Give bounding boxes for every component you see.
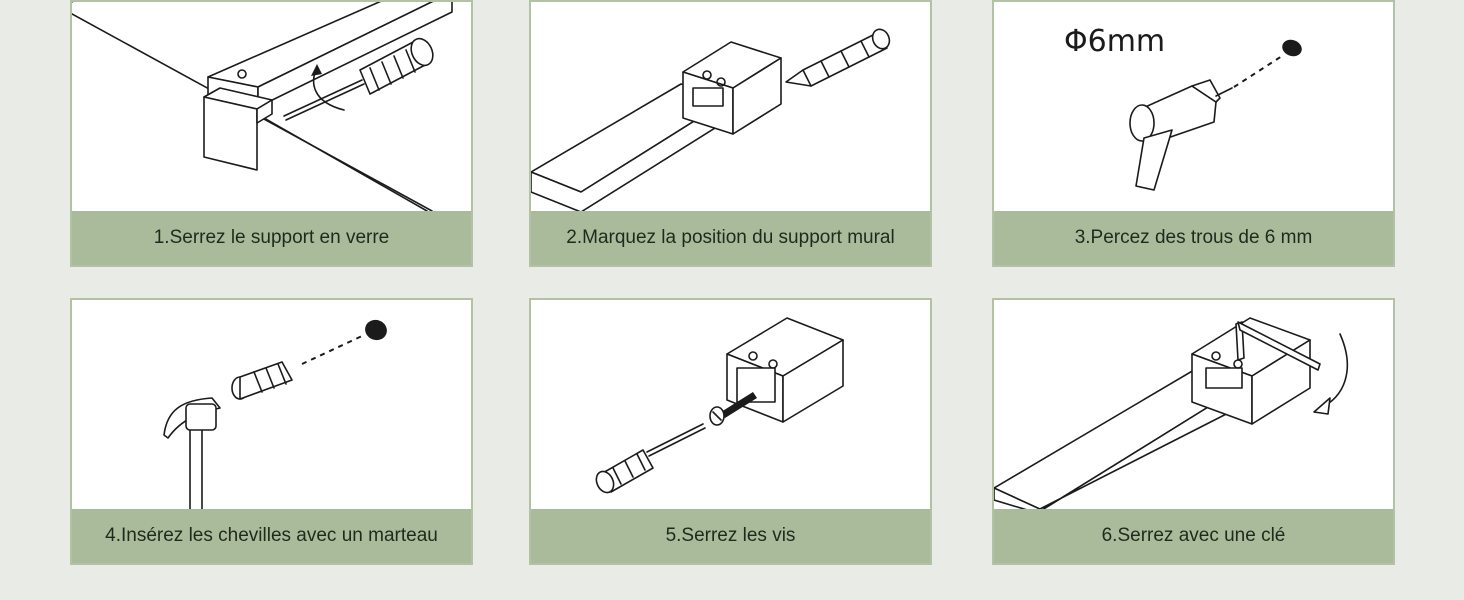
step-1-panel: 1.Serrez le support en verre bbox=[70, 0, 473, 267]
step-5-caption: 5.Serrez les vis bbox=[531, 509, 930, 563]
step-4-panel: 4.Insérez les chevilles avec un marteau bbox=[70, 298, 473, 565]
tighten-with-key-illustration bbox=[994, 317, 1349, 509]
clamp-glass-support-illustration bbox=[72, 2, 453, 211]
step-3-caption: 3.Percez des trous de 6 mm bbox=[994, 211, 1393, 265]
step-3-panel: Φ6mm 3.Percez des trous de 6 mm bbox=[992, 0, 1395, 267]
step-2-caption: 2.Marquez la position du support mural bbox=[531, 211, 930, 265]
step-6-caption: 6.Serrez avec une clé bbox=[994, 509, 1393, 563]
step-5-panel: 5.Serrez les vis bbox=[529, 298, 932, 565]
insert-anchors-illustration bbox=[163, 319, 387, 509]
step-1-caption: 1.Serrez le support en verre bbox=[72, 211, 471, 265]
mark-wall-bracket-illustration bbox=[531, 28, 891, 211]
drill-diameter-label: Φ6mm bbox=[1064, 24, 1166, 59]
tighten-screws-illustration bbox=[595, 317, 844, 494]
step-4-caption: 4.Insérez les chevilles avec un marteau bbox=[72, 509, 471, 563]
step-2-panel: 2.Marquez la position du support mural bbox=[529, 0, 932, 267]
drill-holes-illustration bbox=[1129, 39, 1302, 191]
step-6-panel: 6.Serrez avec une clé bbox=[992, 298, 1395, 565]
